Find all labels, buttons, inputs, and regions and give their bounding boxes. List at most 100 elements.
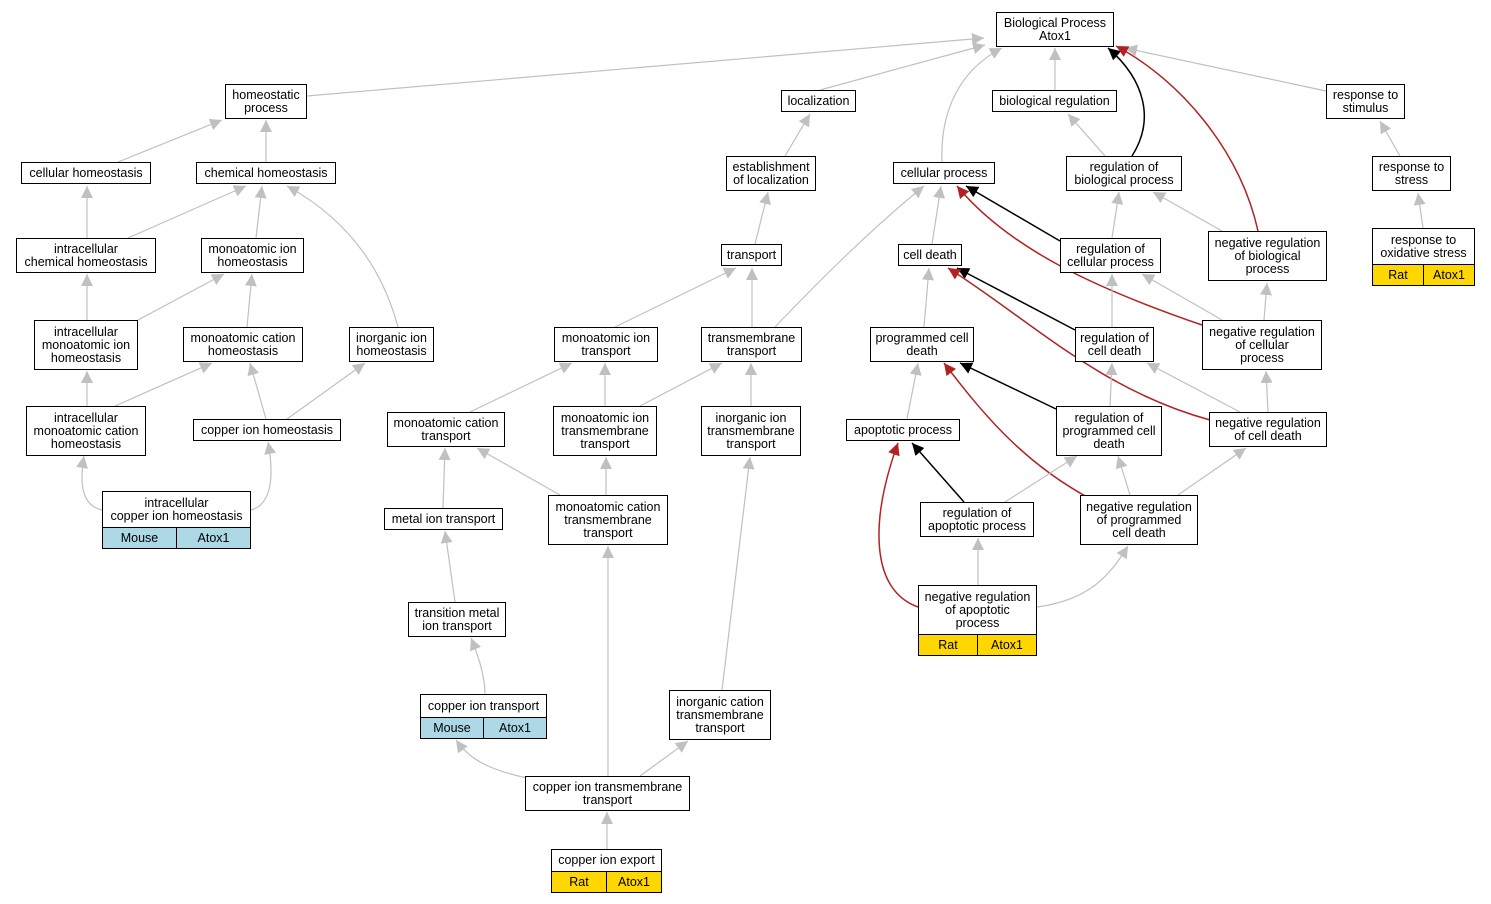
- go-term-node[interactable]: negative regulation of programmed cell d…: [1080, 495, 1198, 545]
- go-term-node[interactable]: monoatomic ion transmembrane transport: [553, 406, 657, 456]
- go-term-node[interactable]: negative regulation of biological proces…: [1208, 231, 1327, 281]
- go-term-label: copper ion export: [558, 853, 655, 867]
- go-term-label: transition metal ion transport: [414, 605, 500, 633]
- go-term-node[interactable]: inorganic cation transmembrane transport: [669, 690, 771, 740]
- go-term-node[interactable]: cellular homeostasis: [21, 162, 151, 184]
- edge-regulates: [911, 442, 965, 503]
- edge-regulates: [965, 185, 1061, 242]
- go-term-label: monoatomic ion transmembrane transport: [560, 410, 650, 451]
- go-term-node[interactable]: copper ion transmembrane transport: [525, 776, 690, 811]
- edge-is-a: [286, 185, 399, 328]
- edge-is-a: [250, 441, 277, 511]
- edge-is-a: [1260, 370, 1273, 413]
- annotation-species: Rat: [1388, 268, 1408, 282]
- go-term-node[interactable]: Biological Process Atox1: [996, 12, 1114, 47]
- go-term-node[interactable]: transition metal ion transport: [408, 602, 506, 637]
- go-term-node[interactable]: inorganic ion homeostasis: [349, 327, 434, 362]
- edge-is-a: [774, 185, 925, 328]
- go-term-label: inorganic ion transmembrane transport: [707, 410, 795, 451]
- go-term-label: negative regulation of programmed cell d…: [1086, 499, 1192, 540]
- go-term-label: cellular process: [900, 165, 988, 180]
- go-term-label: negative regulation of cell death: [1215, 415, 1321, 443]
- go-term-label: monoatomic cation homeostasis: [190, 330, 296, 358]
- go-term-label: transmembrane transport: [707, 330, 796, 358]
- go-term-label: metal ion transport: [391, 511, 496, 526]
- edge-is-a: [244, 273, 257, 328]
- go-term-node[interactable]: negative regulation of cellular process: [1202, 320, 1322, 370]
- go-term-node[interactable]: cell death: [898, 244, 962, 266]
- go-term-node[interactable]: monoatomic cation homeostasis: [183, 327, 303, 362]
- edge-is-a: [469, 362, 573, 413]
- go-term-label: localization: [787, 93, 850, 108]
- go-term-node[interactable]: response to stimulus: [1326, 84, 1405, 119]
- edge-is-a: [76, 455, 103, 511]
- go-term-node[interactable]: monoatomic cation transmembrane transpor…: [548, 495, 668, 545]
- edge-is-a: [286, 362, 366, 420]
- go-term-node[interactable]: apoptotic process: [846, 419, 960, 441]
- annotation-species: Mouse: [120, 531, 159, 545]
- go-term-node[interactable]: chemical homeostasis: [196, 162, 336, 184]
- edge-negatively-regulates: [878, 442, 919, 608]
- edge-is-a: [906, 362, 922, 420]
- edge-is-a: [614, 267, 737, 328]
- edge-is-a: [721, 456, 755, 691]
- go-term-node[interactable]: transport: [721, 244, 782, 266]
- go-term-node[interactable]: copper ion homeostasis: [193, 419, 341, 441]
- go-term-node[interactable]: programmed cell death: [870, 327, 974, 362]
- go-term-label: monoatomic ion homeostasis: [208, 241, 297, 269]
- go-term-node[interactable]: regulation of apoptotic process: [920, 502, 1034, 537]
- go-term-label: regulation of cell death: [1080, 330, 1149, 358]
- edge-is-a: [931, 185, 946, 245]
- go-term-node[interactable]: intracellular monoatomic ion homeostasis: [34, 320, 138, 370]
- go-term-label: inorganic ion homeostasis: [356, 330, 427, 358]
- go-term-node[interactable]: regulation of programmed cell death: [1056, 406, 1162, 456]
- go-term-label: response to oxidative stress: [1380, 232, 1467, 260]
- go-term-node[interactable]: inorganic ion transmembrane transport: [701, 406, 801, 456]
- go-term-label: copper ion transport: [427, 698, 540, 713]
- edge-is-a: [1152, 191, 1223, 232]
- go-term-node[interactable]: regulation of cell death: [1075, 327, 1154, 362]
- annotation-gene: Atox1: [176, 528, 250, 548]
- go-term-node[interactable]: regulation of biological process: [1066, 156, 1182, 191]
- go-term-node[interactable]: localization: [781, 90, 856, 112]
- go-term-node[interactable]: transmembrane transport: [701, 327, 802, 362]
- go-term-label: apoptotic process: [854, 422, 952, 437]
- go-term-node[interactable]: establishment of localization: [726, 156, 816, 191]
- edge-is-a: [254, 185, 267, 239]
- go-term-node[interactable]: monoatomic ion homeostasis: [201, 238, 304, 273]
- go-term-label: intracellular copper ion homeostasis: [110, 495, 243, 523]
- edge-is-a: [1260, 282, 1273, 321]
- go-term-node[interactable]: intracellular monoatomic cation homeosta…: [26, 406, 146, 456]
- edge-is-a: [1036, 545, 1129, 608]
- go-term-node[interactable]: homeostatic process: [225, 84, 307, 119]
- edge-is-a: [476, 447, 561, 496]
- go-term-label: response to stimulus: [1332, 87, 1399, 115]
- go-term-label: cellular homeostasis: [29, 165, 143, 180]
- go-term-node[interactable]: biological regulation: [992, 90, 1117, 112]
- edge-is-a: [1115, 455, 1131, 496]
- go-term-label: establishment of localization: [732, 159, 810, 187]
- go-term-label: transport: [726, 247, 777, 262]
- go-term-node[interactable]: metal ion transport: [384, 508, 503, 530]
- go-term-node[interactable]: intracellular chemical homeostasis: [16, 238, 156, 273]
- go-term-label: regulation of biological process: [1074, 159, 1174, 187]
- go-term-node[interactable]: monoatomic cation transport: [387, 412, 505, 447]
- edge-negatively-regulates: [1115, 45, 1259, 232]
- go-term-node[interactable]: regulation of cellular process: [1060, 238, 1161, 273]
- go-term-node[interactable]: monoatomic ion transport: [554, 327, 658, 362]
- edge-is-a: [1124, 44, 1327, 92]
- go-term-node[interactable]: cellular process: [893, 162, 995, 184]
- go-term-label: chemical homeostasis: [204, 165, 328, 180]
- go-term-node[interactable]: negative regulation of apoptotic process…: [918, 585, 1037, 656]
- go-term-label: regulation of cellular process: [1067, 241, 1154, 269]
- go-term-node[interactable]: response to stress: [1372, 156, 1451, 191]
- annotation-species: Rat: [569, 875, 589, 889]
- edge-is-a: [1146, 362, 1241, 413]
- go-term-node[interactable]: negative regulation of cell death: [1209, 412, 1327, 447]
